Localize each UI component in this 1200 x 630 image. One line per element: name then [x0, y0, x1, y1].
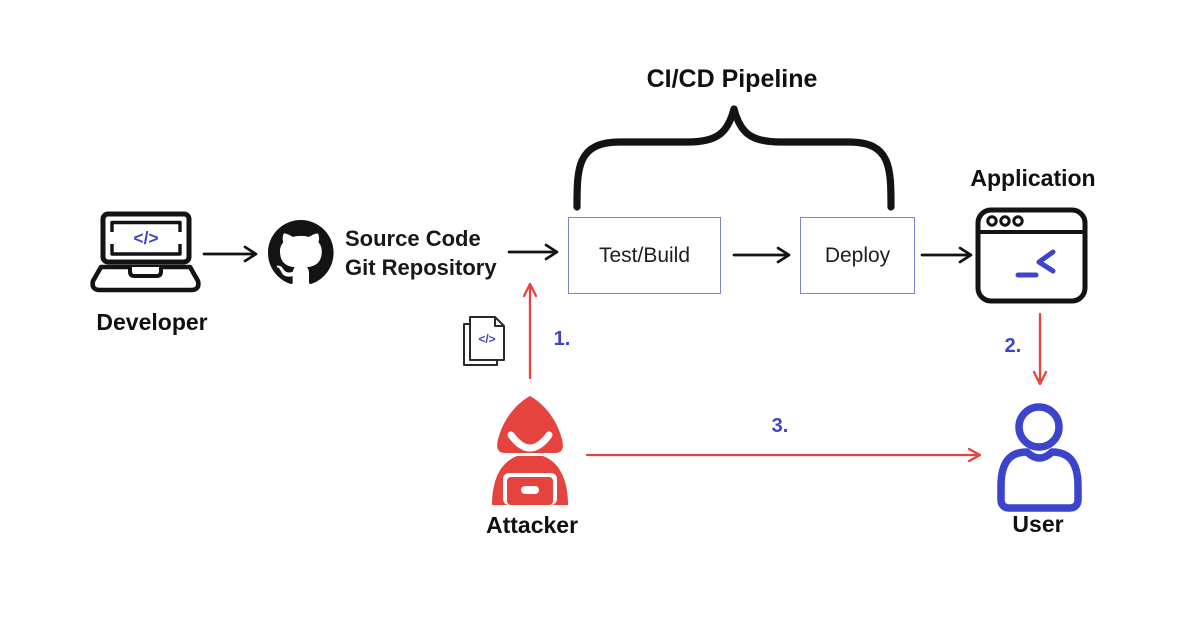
application-label: Application	[970, 165, 1096, 191]
developer-label: Developer	[96, 309, 208, 335]
flow-arrow-dev-to-repo	[202, 245, 258, 263]
attacker-label: Attacker	[485, 512, 579, 538]
github-icon	[268, 220, 334, 284]
repository-label-line2: Git Repository	[345, 255, 497, 280]
deploy-label: Deploy	[824, 243, 891, 267]
pipeline-brace	[573, 105, 895, 211]
attack-step-1-label: 1.	[553, 328, 571, 350]
code-file-icon: </>	[463, 316, 505, 366]
flow-arrow-build-to-deploy	[732, 246, 791, 264]
attack-arrow-3	[585, 447, 982, 463]
laptop-code-icon: </>	[90, 211, 201, 293]
user-label: User	[1012, 511, 1064, 537]
attack-arrow-1	[522, 282, 538, 380]
browser-terminal-icon	[975, 207, 1088, 304]
pipeline-title: CI/CD Pipeline	[646, 65, 818, 93]
flow-arrow-deploy-to-app	[920, 246, 973, 264]
hacker-hood-icon	[492, 396, 568, 505]
test-build-label: Test/Build	[598, 243, 691, 267]
attack-arrow-2	[1032, 312, 1048, 386]
flow-arrow-repo-to-build	[507, 243, 559, 261]
node-deploy: Deploy	[800, 217, 915, 294]
repository-label-line1: Source Code	[345, 226, 481, 251]
attack-step-3-label: 3.	[771, 415, 789, 437]
file-code-glyph: </>	[478, 332, 495, 346]
attack-step-2-label: 2.	[1004, 335, 1022, 357]
node-test-build: Test/Build	[568, 217, 721, 294]
person-icon	[997, 403, 1082, 512]
laptop-screen-code-glyph: </>	[133, 228, 158, 248]
